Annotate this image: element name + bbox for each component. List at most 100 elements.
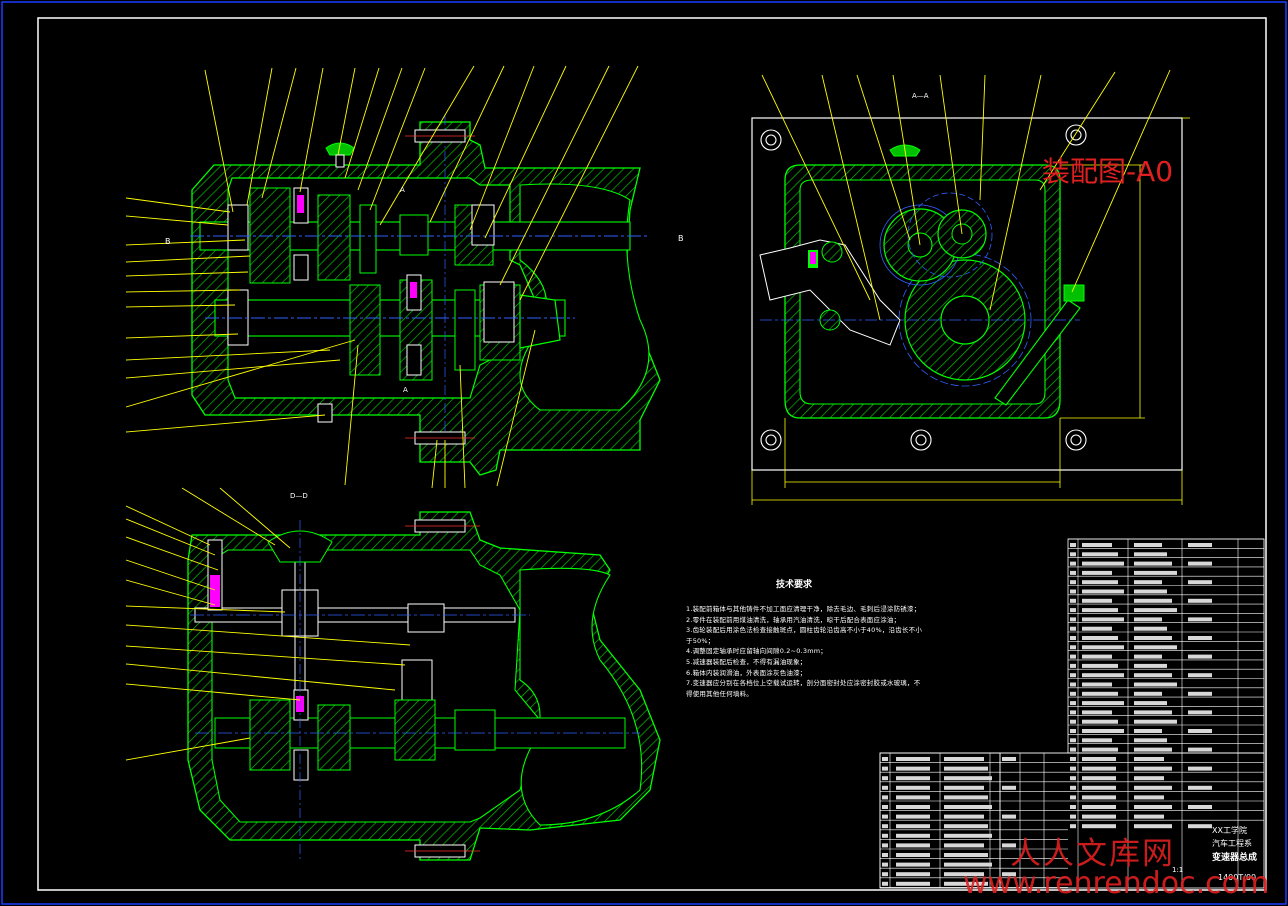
parts-list-cell [1082,654,1112,659]
parts-list-cell [1082,729,1124,733]
parts-list-cell [1134,824,1172,829]
parts-list-cell [1134,561,1172,566]
parts-list-cell [882,766,888,771]
parts-list-cell [1134,691,1162,696]
parts-list-cell [1082,824,1116,829]
parts-list-cell [1070,561,1076,566]
main-section-view: B B A A [125,65,684,489]
parts-list-rows [880,538,1264,888]
parts-list-cell [1082,543,1112,547]
parts-list-cell [1070,729,1076,733]
parts-list-cell [1002,872,1016,877]
parts-list-cell [1082,636,1118,640]
parts-list-cell [1188,580,1212,585]
parts-list-cell [1070,589,1076,594]
parts-list-cell [896,776,930,781]
svg-text:B: B [678,234,684,243]
parts-list-cell [896,785,930,790]
parts-list-cell [1082,805,1116,809]
parts-list-cell [896,766,930,771]
title-block-org1: XX工学院 [1212,825,1247,835]
parts-list-cell [896,824,930,829]
sheet-border-inner [37,17,1267,891]
parts-list-cell [944,766,988,771]
aa-section-label: A—A [912,92,929,100]
parts-list-cell [1134,719,1177,724]
parts-list-cell [1134,645,1177,650]
title-block-drawing-no: 1400T/00 [1218,873,1256,882]
parts-list-cell [896,881,930,886]
parts-list-cell [1134,617,1162,622]
parts-list-cell [1188,598,1212,603]
svg-text:A: A [400,186,405,194]
parts-list-cell [882,805,888,809]
parts-list-cell [1070,663,1076,668]
parts-list-cell [944,833,992,838]
parts-list-cell [882,776,888,781]
parts-list-cell [1134,766,1172,771]
parts-list-cell [896,872,930,877]
parts-list-cell [1070,747,1076,752]
svg-text:A: A [403,386,408,394]
technical-requirements-title: 技术要求 [776,580,813,590]
title-block-org2: 汽车工程系 [1212,838,1252,848]
title-block-name: 变速器总成 [1212,851,1257,863]
drawing-title-red: 装配图-A0 [1042,155,1174,188]
dd-section-view: D—D [125,487,661,861]
parts-list-cell [1134,738,1167,743]
parts-list-cell [944,795,988,800]
parts-list-cell [1188,617,1212,622]
parts-list-cell [1070,701,1076,706]
parts-list-cell [1082,673,1124,678]
parts-list-cell [1134,701,1167,706]
parts-list-cell [1082,645,1124,650]
parts-list-cell [1134,747,1172,752]
parts-list-cell [1070,738,1076,743]
parts-list-cell [1070,682,1076,687]
parts-list-cell [1082,552,1118,557]
parts-list-cell [1082,589,1124,594]
parts-list-cell [1082,663,1118,668]
parts-list-cell [1082,757,1116,761]
parts-list-cell [1070,805,1076,809]
parts-list-cell [882,795,888,800]
parts-list-cell [944,776,992,781]
parts-list-cell [944,853,988,857]
parts-list-cell [1188,729,1212,733]
parts-list-cell [1188,747,1212,752]
parts-list-cell [1082,570,1112,575]
parts-list-cell [882,814,888,819]
parts-list-cell [1134,663,1167,668]
parts-list-cell [882,872,888,877]
parts-list-cell [1070,757,1076,761]
parts-list-cell [882,833,888,838]
parts-list-cell [1082,766,1116,771]
parts-list-cell [882,785,888,790]
parts-list-cell [1134,552,1167,557]
parts-list-cell [1188,673,1212,678]
parts-list-cell [896,862,930,867]
parts-list-cell [944,824,988,829]
parts-list-cell [1134,580,1162,585]
parts-list-cell [1082,785,1116,790]
parts-list-cell [1082,719,1118,724]
watermark-cn: 人人文库网 [1010,836,1175,872]
parts-list-cell [1082,580,1118,585]
parts-list-cell [896,805,930,809]
parts-list-cell [1134,608,1177,613]
parts-list-cell [1188,543,1212,547]
parts-list-cell [1188,654,1212,659]
parts-list-cell [882,853,888,857]
parts-list-cell [1082,738,1112,743]
title-block-scale: 1:1 [1172,866,1183,874]
parts-list-cell [882,862,888,867]
parts-list-cell [1134,682,1177,687]
aa-section-view: A—A [751,69,1190,505]
parts-list-cell [1070,710,1076,715]
parts-list-cell [1134,543,1162,547]
parts-list-cell [1134,757,1164,761]
parts-list-cell [882,881,888,886]
parts-list-cell [882,757,888,761]
